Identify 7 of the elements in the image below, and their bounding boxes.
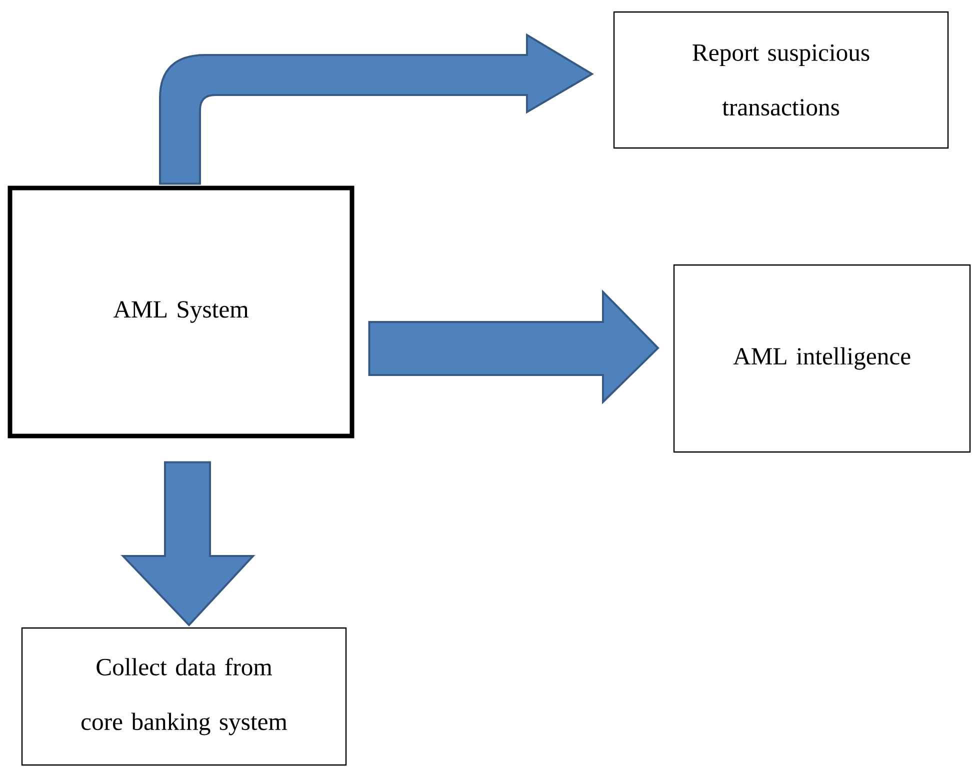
block-arrow	[368, 290, 660, 404]
block-arrow	[120, 461, 256, 626]
text-box: AML System	[8, 186, 354, 438]
text-box: AML intelligence	[673, 264, 971, 453]
text-box: Collect data from core banking system	[21, 627, 347, 766]
block-arrow	[159, 34, 593, 185]
text-box: Report suspicious transactions	[613, 11, 949, 149]
